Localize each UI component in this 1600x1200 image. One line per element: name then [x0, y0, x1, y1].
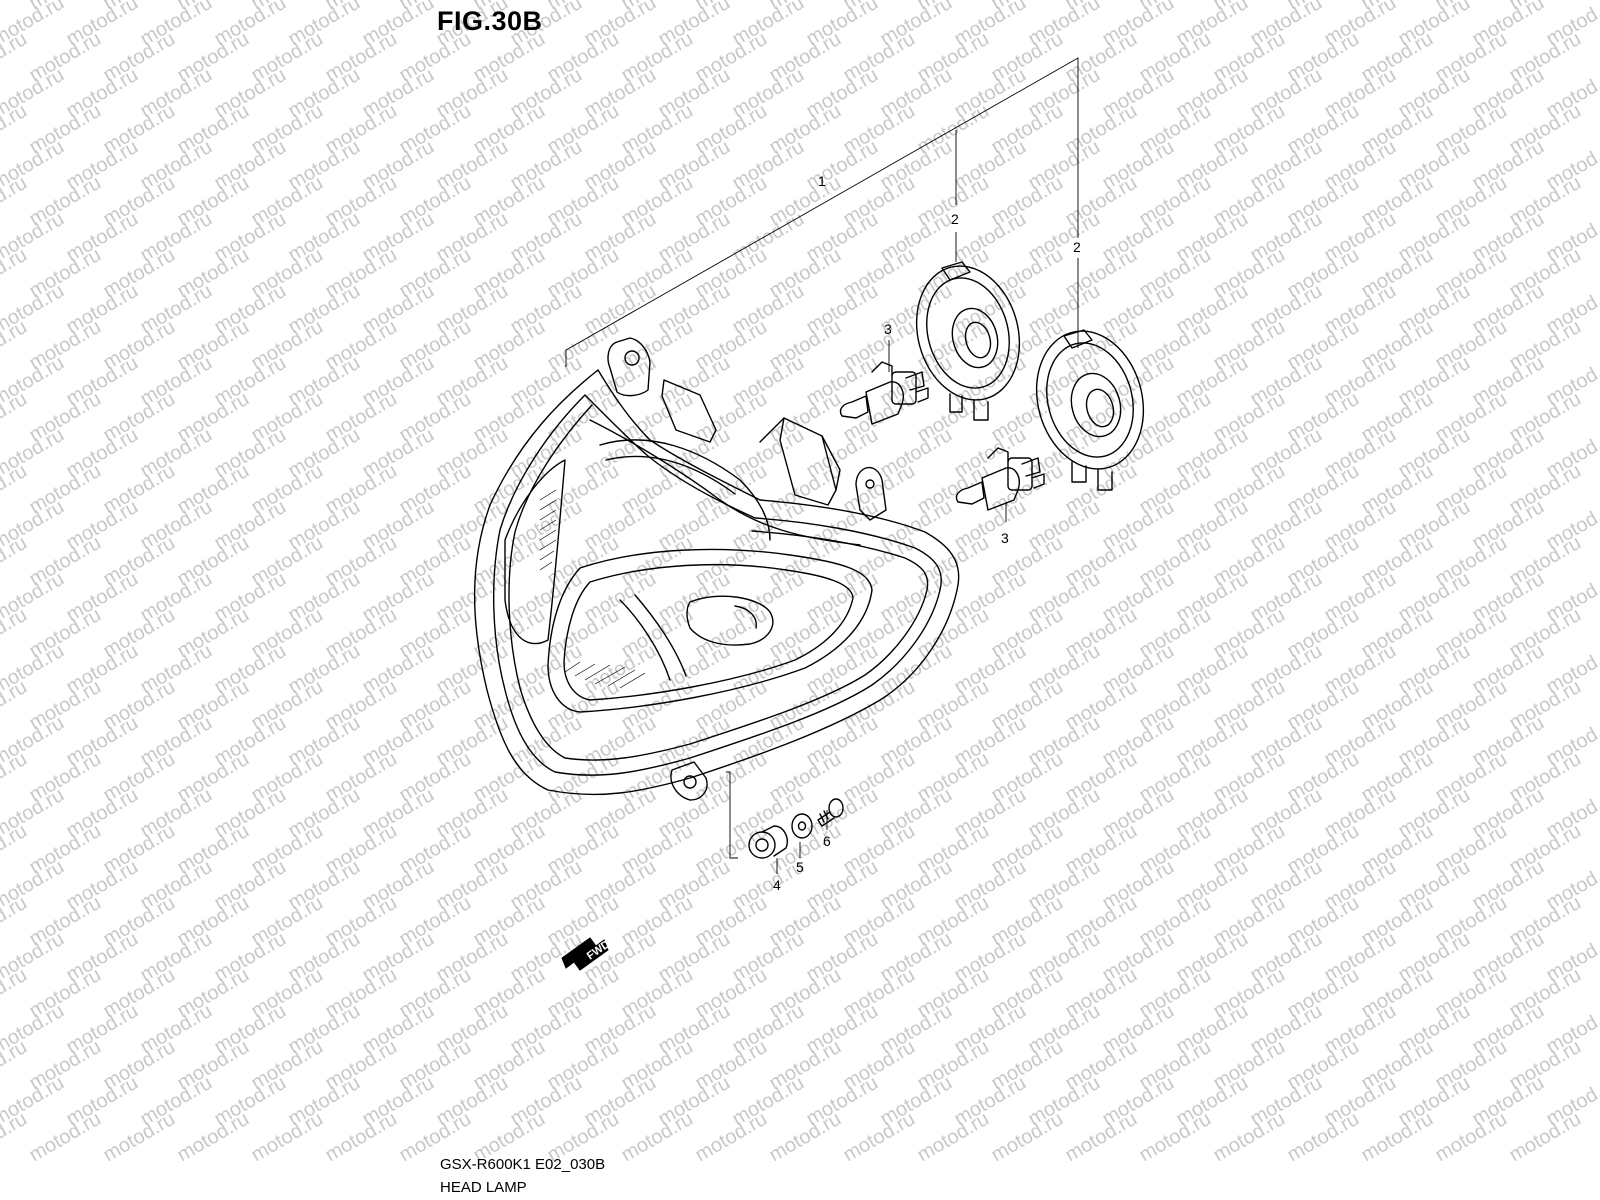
watermark-text: motod.ru — [0, 820, 31, 879]
bulb-upper — [839, 361, 929, 425]
callout-3-lower: 3 — [1001, 530, 1009, 546]
callout-5: 5 — [796, 859, 804, 875]
washer-part-5 — [791, 813, 813, 839]
watermark-text: motod.ru — [0, 100, 31, 159]
watermark-text: motod.ru — [0, 28, 31, 87]
watermark-text: motod.ru — [0, 316, 31, 375]
watermark-text: motod.ru — [0, 172, 31, 231]
watermark-text: motod.ru — [0, 1108, 31, 1167]
callout-3-upper: 3 — [884, 321, 892, 337]
watermark-text: motod.ru — [0, 748, 31, 807]
watermark-text: motod.ru — [0, 244, 31, 303]
callout-2-upper: 2 — [951, 211, 959, 227]
bulb-socket-upper — [915, 261, 1021, 421]
watermark-text: motod.ru — [0, 532, 31, 591]
watermark-text: motod.ru — [0, 892, 31, 951]
watermark-text: motod.ru — [0, 1036, 31, 1095]
part-group-name: HEAD LAMP — [440, 1179, 527, 1196]
watermark-text: motod.ru — [0, 460, 31, 519]
leader-lines — [565, 57, 1079, 874]
bulb-socket-lower — [1035, 329, 1145, 491]
watermark-layer: motod.ru motod.ru motod.ru motod.ru motod.ru… — [0, 0, 1600, 1166]
callout-numbers: 1 2 2 3 3 4 5 6 — [773, 173, 1081, 893]
bulb-lower — [955, 447, 1045, 511]
callout-1: 1 — [818, 173, 826, 189]
screw-part-6 — [817, 798, 844, 827]
figure-title: FIG.30B — [437, 6, 543, 36]
callout-2-lower: 2 — [1073, 239, 1081, 255]
watermark-text: motod.ru — [0, 964, 31, 1023]
model-code: GSX-R600K1 E02_030B — [440, 1156, 606, 1173]
grommet-part-4 — [748, 825, 788, 859]
watermark-text: motod.ru — [0, 676, 31, 735]
watermark-text: motod.ru — [0, 604, 31, 663]
headlamp-housing — [473, 337, 960, 801]
watermark-text: motod.ru — [0, 388, 31, 447]
callout-4: 4 — [773, 877, 781, 893]
callout-6: 6 — [823, 833, 831, 849]
